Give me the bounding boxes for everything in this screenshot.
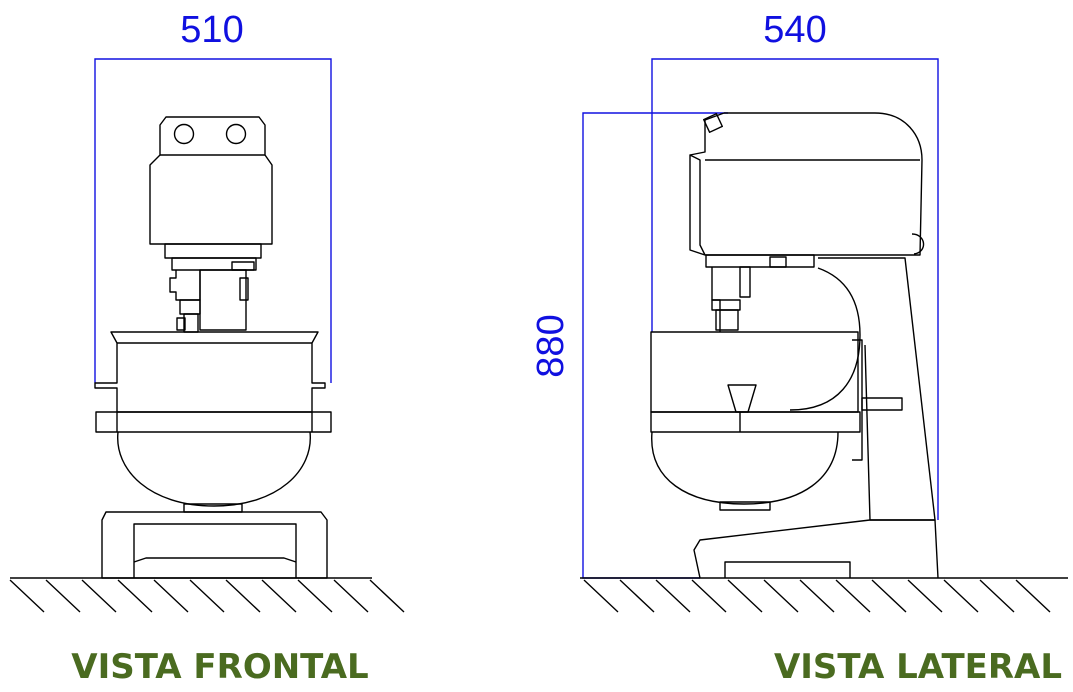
front-mixer-outline	[94, 116, 332, 579]
front-width-label: 510	[180, 9, 243, 51]
side-height-label: 880	[530, 314, 572, 377]
side-view: 540 880	[530, 9, 1068, 687]
side-mixer-outline	[580, 112, 1068, 579]
side-height-dimension: 880	[530, 112, 728, 579]
side-width-dimension: 540	[651, 9, 939, 520]
front-width-dimension: 510	[94, 9, 332, 383]
side-ground-hatch	[583, 579, 1051, 613]
front-view: 510	[9, 9, 405, 687]
side-view-caption: VISTA LATERAL	[774, 647, 1062, 687]
side-width-label: 540	[763, 9, 826, 51]
front-view-caption: VISTA FRONTAL	[71, 647, 368, 687]
front-ground-hatch	[9, 577, 405, 613]
